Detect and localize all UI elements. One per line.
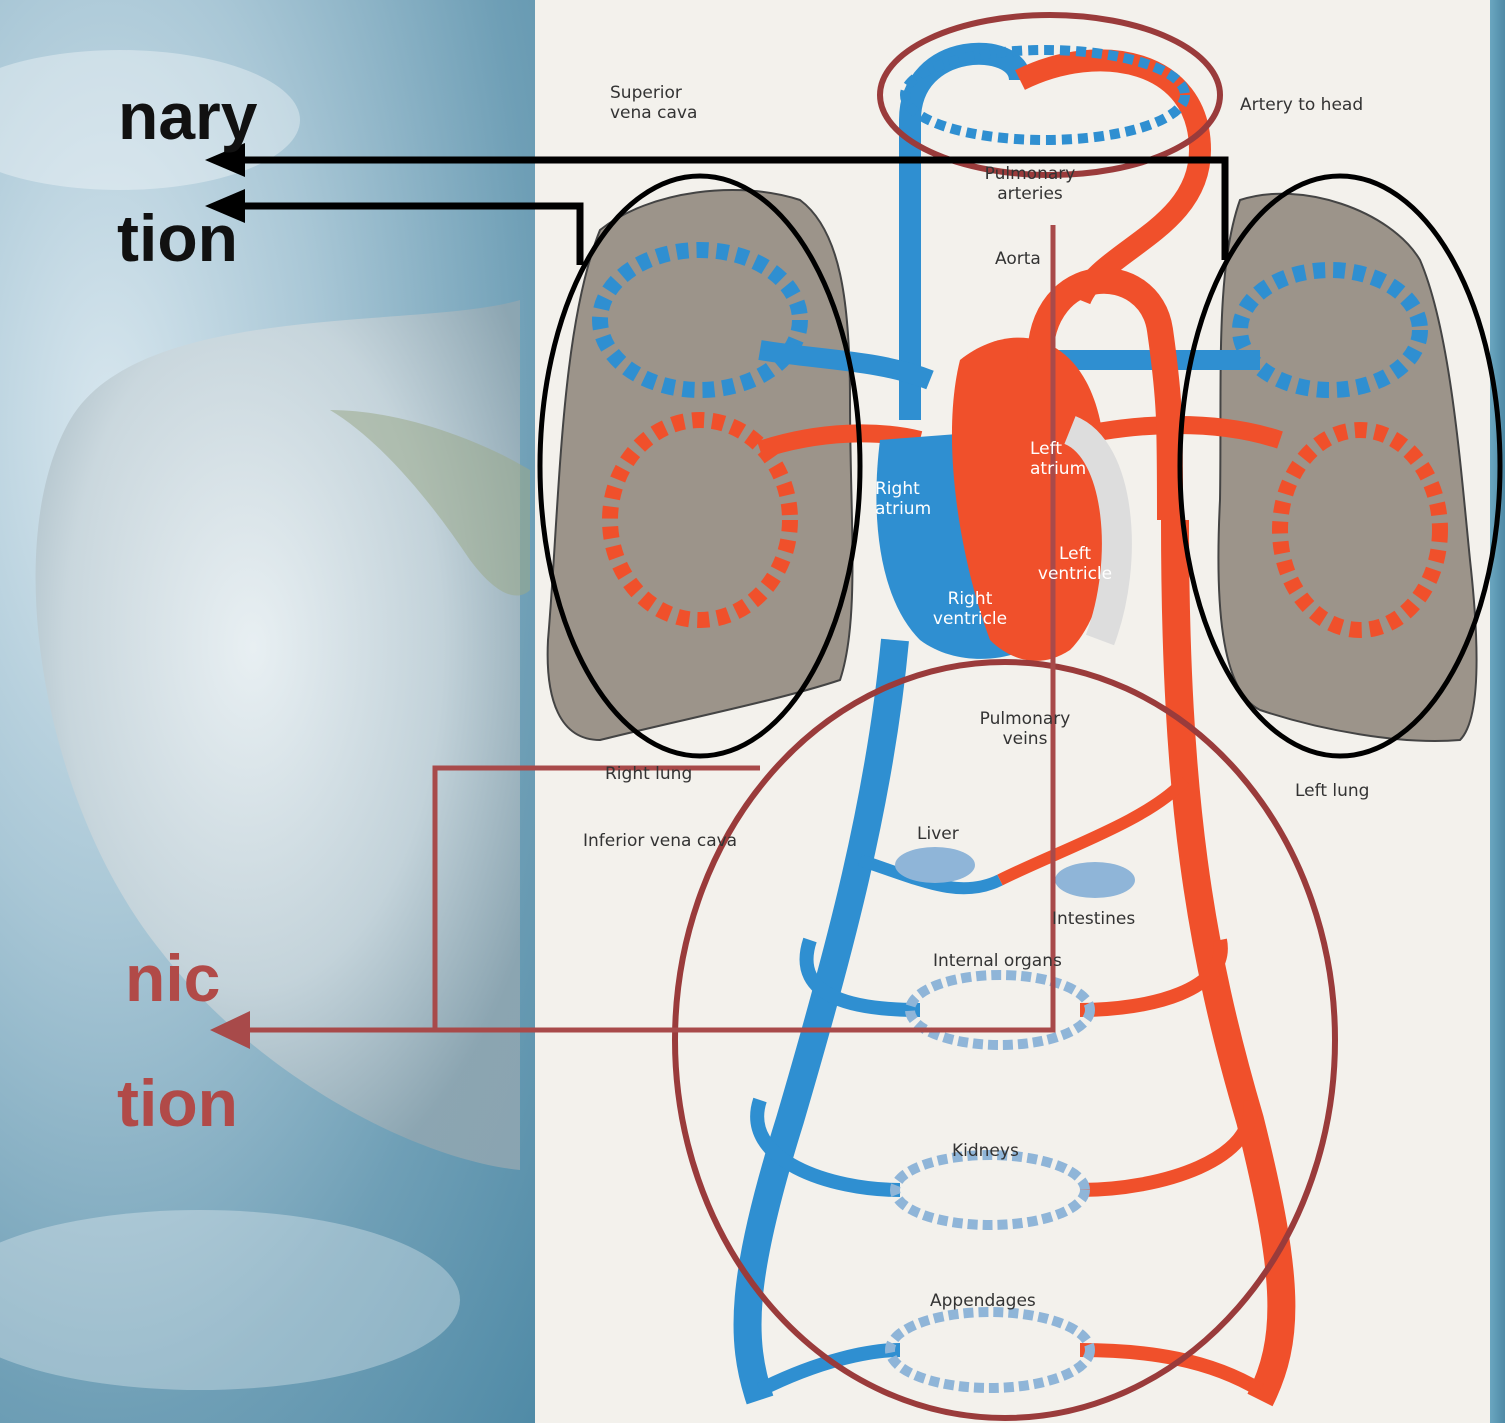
appendages-loop	[760, 1312, 1260, 1390]
label-aorta-top: Aorta	[995, 250, 1041, 270]
right-lung-shape	[548, 190, 853, 740]
label-internal-organs: Internal organs	[933, 952, 1062, 972]
pulmonary-title-line1: nary	[118, 83, 257, 149]
systemic-title-line1: nic	[125, 945, 220, 1011]
label-left-atrium: Left atrium	[1030, 440, 1086, 479]
label-artery-to-head: Artery to head	[1240, 96, 1363, 116]
label-pulmonary-arteries: Pulmonary arteries	[960, 165, 1100, 204]
label-appendages: Appendages	[930, 1292, 1036, 1312]
label-superior-vena-cava: Superior vena cava	[610, 84, 697, 123]
label-left-ventricle: Left ventricle	[1030, 545, 1120, 584]
label-liver: Liver	[917, 825, 959, 845]
pulmonary-arrow-2	[220, 206, 580, 265]
label-inferior-vena-cava: Inferior vena cava	[583, 832, 737, 852]
label-kidneys: Kidneys	[952, 1142, 1019, 1162]
label-right-atrium: Right atrium	[875, 480, 931, 519]
label-right-ventricle: Right ventricle	[925, 590, 1015, 629]
systemic-title-line2: tion	[117, 1070, 238, 1136]
label-pulmonary-veins: Pulmonary veins	[955, 710, 1095, 749]
pulmonary-title-line2: tion	[117, 205, 238, 271]
liver-loop	[860, 780, 1185, 898]
label-left-lung: Left lung	[1295, 782, 1369, 802]
left-lung-shape	[1218, 194, 1476, 741]
label-right-lung: Right lung	[605, 765, 692, 785]
kidneys-loop	[757, 1100, 1251, 1225]
label-intestines: Intestines	[1052, 910, 1135, 930]
